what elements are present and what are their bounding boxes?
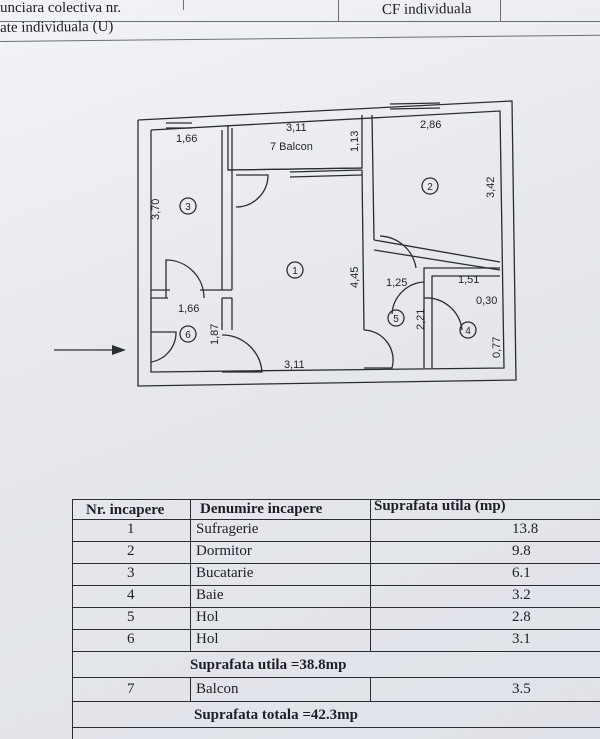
subtotal-text: Suprafata utila =38.8mp <box>190 657 347 673</box>
outer-wall-inner <box>150 110 505 373</box>
table-row-area: 9.8 <box>512 543 531 559</box>
header-divider-2 <box>338 0 339 22</box>
dim-4-45: 4,45 <box>349 267 361 288</box>
dim-1-87: 1,87 <box>209 324 221 345</box>
table-row-nr: 6 <box>127 631 135 647</box>
balcony-row-name: Balcon <box>196 681 239 697</box>
dim-1-66-top: 1,66 <box>176 133 197 145</box>
table-row-nr: 2 <box>127 543 135 559</box>
dim-1-51: 1,51 <box>458 274 479 286</box>
door-bath <box>423 297 463 331</box>
table-row-name: Hol <box>196 631 219 647</box>
floor-plan: 1,66 3,11 7 Balcon 2,86 3,70 1,13 3,42 4… <box>54 100 517 387</box>
room-number-1: 1 <box>292 266 298 277</box>
wall-bath <box>423 267 500 330</box>
header-table: unciara colectiva nr. ate individuala (U… <box>0 0 600 42</box>
door-living <box>363 329 394 369</box>
room-marker-3 <box>179 197 197 215</box>
balcony-row-nr: 7 <box>127 681 135 697</box>
dim-3-11-bottom: 3,11 <box>284 359 305 371</box>
wall-bedroom-bottom <box>373 239 501 263</box>
table-row-area: 6.1 <box>512 565 531 581</box>
door-hol6 <box>221 334 263 373</box>
entrance-arrowhead <box>112 345 126 355</box>
balcony-window <box>289 169 363 173</box>
door-entrance <box>150 331 177 363</box>
room-marker-5 <box>387 309 405 327</box>
area-table: Nr. incapere Denumire incapere Suprafata… <box>72 497 600 739</box>
dim-2-21: 2,21 <box>415 309 427 330</box>
table-row-name: Sufragerie <box>196 521 259 537</box>
dim-1-25: 1,25 <box>386 277 407 289</box>
dim-1-13: 1,13 <box>349 131 361 152</box>
room-number-2: 2 <box>427 182 433 193</box>
header-divider-1 <box>183 0 184 10</box>
table-row-nr: 4 <box>127 587 135 603</box>
dim-0-77: 0,77 <box>491 337 503 358</box>
door-bedroom <box>379 235 417 269</box>
room-marker-6 <box>179 325 197 343</box>
door-hol5 <box>391 281 425 315</box>
room-number-5: 5 <box>393 314 399 325</box>
room-marker-2 <box>421 177 439 195</box>
room-marker-1 <box>286 261 304 279</box>
room-marker-4 <box>459 321 477 339</box>
table-row-area: 3.2 <box>512 587 531 603</box>
door-kitchen <box>165 259 205 299</box>
wall-bedroom-left <box>371 114 375 241</box>
door-balcony <box>235 174 269 208</box>
header-nr: Nr. incapere <box>86 502 165 518</box>
table-row-name: Hol <box>196 609 219 625</box>
dim-1-66-mid: 1,66 <box>178 303 199 315</box>
table-row-name: Bucatarie <box>196 565 254 581</box>
table-row-area: 2.8 <box>512 609 531 625</box>
balcony-row-area: 3.5 <box>512 681 531 697</box>
table-row-nr: 1 <box>127 521 135 537</box>
header-row-1: unciara colectiva nr. <box>0 0 600 22</box>
dim-3-42: 3,42 <box>485 177 497 198</box>
header-divider-3 <box>500 0 501 22</box>
dim-2-86: 2,86 <box>420 119 441 131</box>
table-row-name: Baie <box>196 587 224 603</box>
dim-3-70: 3,70 <box>150 199 162 220</box>
total-text: Suprafata totala =42.3mp <box>194 707 358 723</box>
table-row-nr: 5 <box>127 609 135 625</box>
room-number-6: 6 <box>185 330 191 341</box>
wall-living-right <box>361 169 365 331</box>
dim-0-30: 0,30 <box>476 295 497 307</box>
header-row1-left-text: unciara colectiva nr. <box>0 0 122 16</box>
header-name: Denumire incapere <box>200 501 323 517</box>
table-row-area: 3.1 <box>512 631 531 647</box>
balcony-label: 7 Balcon <box>270 141 313 153</box>
table-row-area: 13.8 <box>512 521 539 537</box>
room-number-3: 3 <box>185 202 191 213</box>
table-row-name: Dormitor <box>196 543 252 559</box>
table-row-nr: 3 <box>127 565 135 581</box>
window-bedroom <box>389 102 441 105</box>
room-number-4: 4 <box>465 326 471 337</box>
outer-wall-outer <box>137 100 517 387</box>
dim-3-11-top: 3,11 <box>286 122 307 134</box>
header-area: Suprafata utila (mp) <box>374 498 506 514</box>
